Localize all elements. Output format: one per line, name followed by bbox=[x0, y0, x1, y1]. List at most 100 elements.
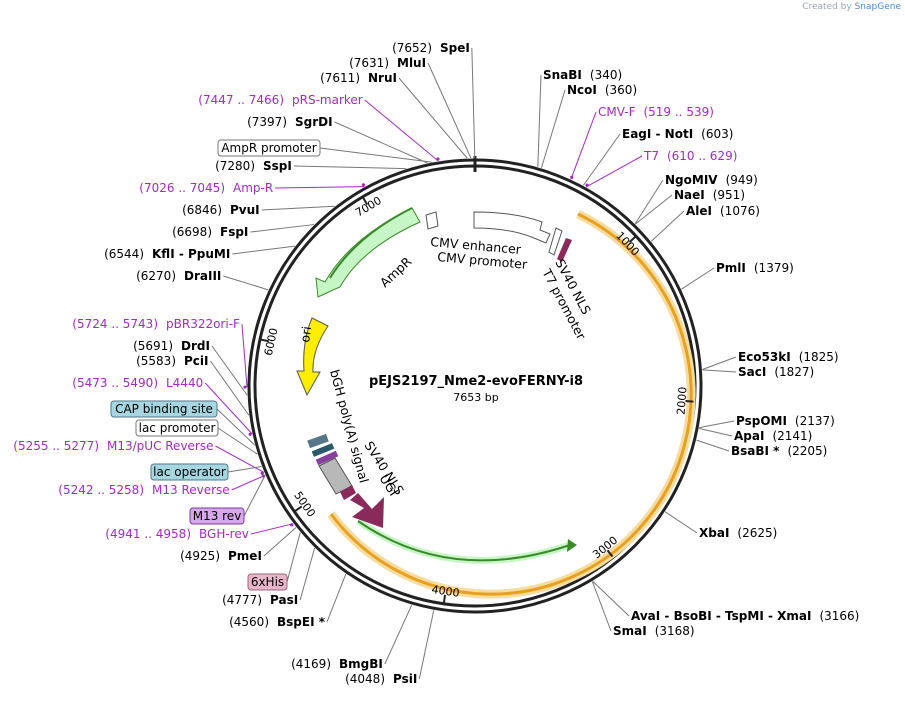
site-position: (2205) bbox=[787, 444, 827, 458]
boxed-feature-label: 6xHis bbox=[251, 575, 284, 589]
site-leader-line bbox=[699, 420, 735, 429]
site-position: (603) bbox=[701, 127, 733, 141]
site-name: KflI - PpuMI bbox=[152, 247, 230, 261]
site-name: BspEI * bbox=[277, 615, 326, 629]
site-leader-line bbox=[698, 427, 733, 437]
site-name: Eco53kI bbox=[738, 350, 791, 364]
site-position: (6270) bbox=[136, 269, 176, 283]
ampr-promoter-arrow bbox=[425, 211, 439, 230]
primer-leader-line bbox=[570, 111, 597, 180]
site-leader-line bbox=[702, 356, 737, 370]
boxed-feature-label: CAP binding site bbox=[115, 402, 213, 416]
site-name: DrdI bbox=[181, 339, 210, 353]
site-name: SnaBI bbox=[543, 68, 582, 82]
site-leader-line bbox=[210, 360, 250, 416]
site-position: (1827) bbox=[774, 365, 814, 379]
site-name: PciI bbox=[184, 354, 209, 368]
primer-position: (4941 .. 4958) bbox=[105, 527, 191, 541]
primer-position: (5242 .. 5258) bbox=[58, 483, 144, 497]
primer-name: T7 bbox=[643, 149, 659, 163]
site-name: PvuI bbox=[230, 203, 260, 217]
site-position: (2137) bbox=[795, 414, 835, 428]
site-name: NaeI bbox=[674, 188, 705, 202]
site-position: (340) bbox=[590, 68, 622, 82]
primer-name: M13/pUC Reverse bbox=[107, 439, 214, 453]
site-name: MluI bbox=[397, 56, 426, 70]
boxed-feature-box bbox=[189, 507, 245, 525]
site-leader-line bbox=[582, 133, 621, 186]
site-name: XbaI bbox=[699, 526, 729, 540]
m13-marker bbox=[315, 450, 339, 466]
site-position: (7397) bbox=[247, 115, 287, 129]
lac-operator-marker bbox=[311, 443, 335, 457]
boxed-feature-label: M13 rev bbox=[193, 509, 242, 523]
site-leader-line bbox=[299, 547, 316, 601]
boxed-leader-line bbox=[227, 466, 262, 473]
site-position: (3166) bbox=[819, 609, 859, 623]
site-name: AvaI - BsoBI - TspMI - XmaI bbox=[631, 609, 811, 623]
boxed-feature-label: lac promoter bbox=[139, 421, 216, 435]
site-name: SacI bbox=[738, 365, 766, 379]
site-position: (951) bbox=[713, 188, 745, 202]
site-name: SgrDI bbox=[295, 115, 333, 129]
primer-leader-line bbox=[275, 186, 365, 189]
site-position: (1379) bbox=[754, 261, 794, 275]
ori-feature-arrow bbox=[296, 317, 329, 397]
primer-site-marker bbox=[436, 157, 440, 161]
site-leader-line bbox=[664, 511, 698, 534]
site-name: PsiI bbox=[393, 672, 417, 686]
site-leader-line bbox=[650, 210, 685, 242]
lac-cluster-marker bbox=[307, 433, 329, 449]
primer-name: CMV-F bbox=[598, 105, 636, 119]
ampr-label: AmpR bbox=[377, 254, 415, 291]
primer-site-marker bbox=[570, 175, 574, 179]
site-leader-line bbox=[232, 245, 295, 255]
boxed-feature-label: AmpR promoter bbox=[221, 141, 316, 155]
site-position: (6846) bbox=[182, 203, 222, 217]
site-name: BmgBI bbox=[339, 657, 383, 671]
site-leader-line bbox=[702, 369, 737, 373]
site-leader-line bbox=[592, 580, 630, 617]
site-name: ApaI bbox=[734, 429, 764, 443]
site-position: (949) bbox=[726, 173, 758, 187]
tick-mark bbox=[294, 505, 303, 512]
site-position: (5583) bbox=[136, 354, 176, 368]
primer-position: (519 .. 539) bbox=[643, 105, 713, 119]
primer-name: Amp-R bbox=[233, 181, 273, 195]
primer-name: BGH-rev bbox=[199, 527, 249, 541]
site-leader-line bbox=[418, 610, 435, 680]
site-position: (7280) bbox=[215, 159, 255, 173]
site-position: (360) bbox=[605, 83, 637, 97]
snapgene-brand: SnapGene bbox=[854, 2, 901, 12]
boxed-feature-label: lac operator bbox=[153, 465, 226, 479]
site-leader-line bbox=[261, 205, 335, 211]
site-name: SmaI bbox=[613, 624, 647, 638]
site-leader-line bbox=[591, 581, 612, 632]
primer-leader-line bbox=[241, 323, 248, 388]
credit-prefix: Created by bbox=[802, 2, 852, 12]
primer-site-marker bbox=[248, 432, 252, 436]
primer-site-marker bbox=[361, 183, 366, 187]
site-leader-line bbox=[211, 345, 248, 396]
ori-label: ori bbox=[297, 325, 314, 343]
site-position: (4048) bbox=[345, 672, 385, 686]
cmv-promoter-arrow bbox=[548, 227, 563, 256]
site-position: (6544) bbox=[104, 247, 144, 261]
site-position: (7631) bbox=[349, 56, 389, 70]
primer-leader-line bbox=[585, 155, 643, 188]
site-position: (7652) bbox=[392, 41, 432, 55]
primer-leader-line bbox=[250, 523, 294, 535]
site-leader-line bbox=[334, 121, 428, 164]
tick-label: 6000 bbox=[262, 327, 281, 357]
tick-mark bbox=[442, 594, 447, 603]
primer-leader-line bbox=[231, 474, 266, 491]
ampr-inner-line bbox=[329, 207, 413, 279]
orf-arc bbox=[329, 212, 693, 596]
primer-name: pRS-marker bbox=[292, 93, 363, 107]
site-position: (4169) bbox=[291, 657, 331, 671]
boxed-feature-box bbox=[110, 400, 218, 418]
site-leader-line bbox=[634, 179, 664, 225]
site-name: PspOMI bbox=[736, 414, 787, 428]
primer-position: (7447 .. 7466) bbox=[198, 93, 284, 107]
primer-position: (7026 .. 7045) bbox=[139, 181, 225, 195]
